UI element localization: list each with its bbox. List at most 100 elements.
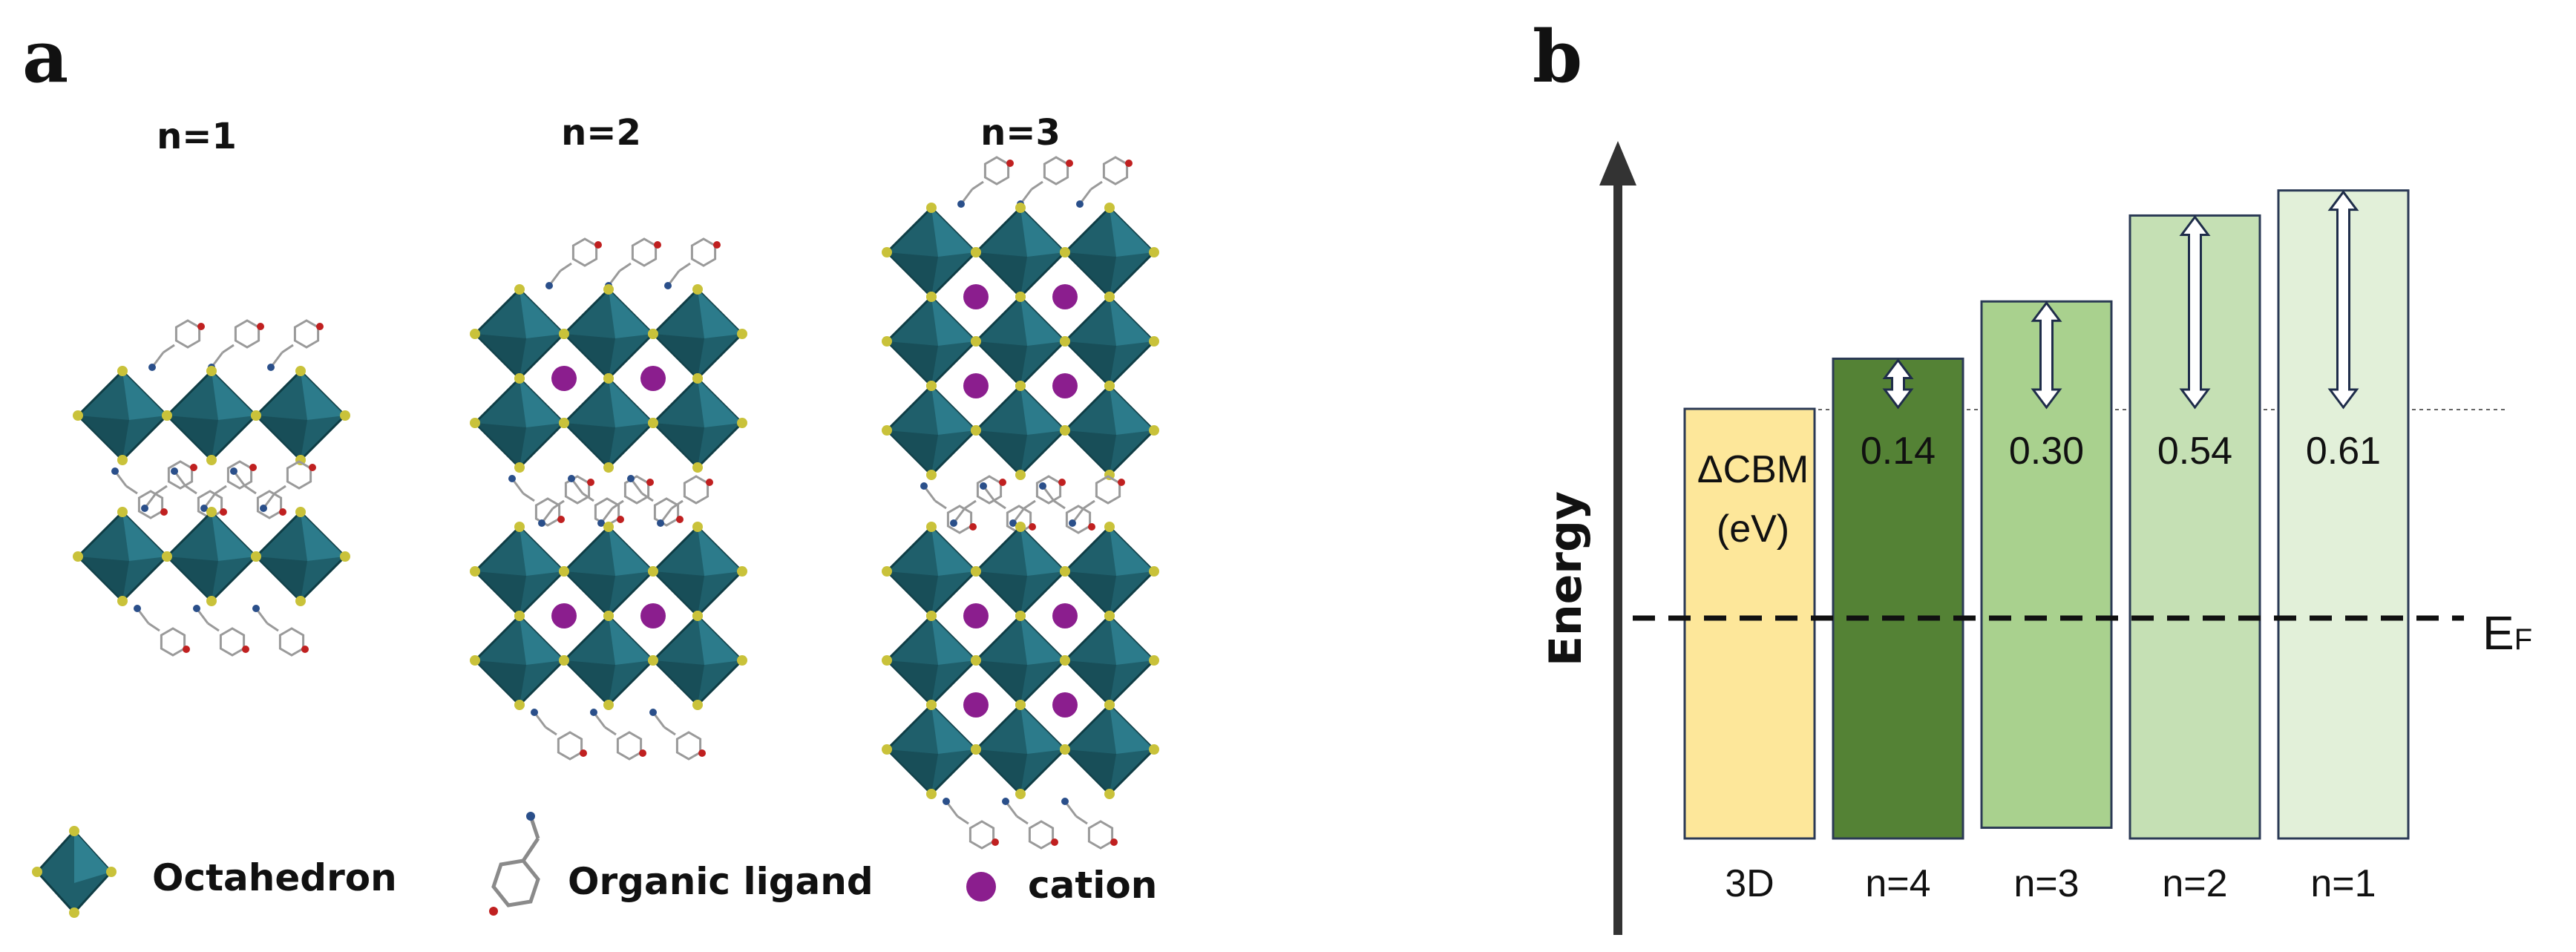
organic-ligand — [508, 475, 565, 527]
value-label-n4: 0.14 — [1861, 430, 1936, 473]
delta-arrow-n1 — [2327, 190, 2359, 410]
organic-ligand — [627, 475, 684, 527]
octahedron — [648, 522, 747, 621]
octahedron — [882, 292, 981, 391]
category-label-n2: n=2 — [2162, 862, 2227, 905]
octahedron — [971, 522, 1070, 621]
energy-axis-arrowhead — [1599, 141, 1636, 186]
bar-n4 — [1832, 357, 1964, 840]
organic-ligand — [657, 475, 713, 527]
octahedron — [882, 203, 981, 302]
bar-note-line1: ΔCBM — [1697, 448, 1809, 491]
octahedron — [648, 611, 747, 710]
cation — [963, 692, 989, 718]
cation — [640, 366, 666, 391]
octahedron — [470, 522, 569, 621]
organic-ligand — [649, 709, 706, 761]
fermi-level-label: EF — [2482, 606, 2532, 660]
organic-ligand — [208, 319, 264, 371]
cation — [640, 603, 666, 628]
octahedron — [470, 373, 569, 473]
octahedron — [1060, 292, 1159, 391]
organic-ligand — [980, 482, 1036, 534]
organic-ligand — [538, 475, 594, 527]
organic-ligand — [1039, 482, 1095, 534]
category-label-n1: n=1 — [2310, 862, 2376, 905]
organic-ligand — [260, 460, 316, 512]
octahedron — [559, 522, 658, 621]
octahedron — [251, 507, 350, 606]
category-label-n4: n=4 — [1865, 862, 1930, 905]
octahedron — [648, 284, 747, 384]
cation — [551, 603, 577, 628]
fermi-level-label-sub: F — [2514, 623, 2532, 656]
octahedron — [971, 700, 1070, 799]
organic-ligand — [200, 460, 257, 512]
fermi-level-label-main: E — [2482, 606, 2514, 660]
delta-arrow-n2 — [2179, 214, 2211, 410]
panel-a: a n=1 n=2 n=3 Octahedron — [22, 15, 1159, 918]
organic-ligand — [148, 319, 205, 371]
value-label-n3: 0.30 — [2009, 430, 2084, 473]
organic-ligand — [664, 237, 721, 289]
organic-ligand-legend-icon — [489, 812, 540, 916]
octahedron — [1060, 522, 1159, 621]
panel-b-label: b — [1533, 15, 1582, 99]
organic-ligand — [568, 475, 624, 527]
structure-label-n1: n=1 — [157, 116, 237, 157]
octahedron — [882, 381, 981, 480]
organic-ligand — [1069, 475, 1125, 527]
bar-3D — [1683, 407, 1816, 840]
octahedron — [971, 203, 1070, 302]
category-label-n3: n=3 — [2013, 862, 2079, 905]
octahedron — [648, 373, 747, 473]
octahedron-legend-icon — [32, 826, 117, 918]
octahedron — [162, 366, 261, 465]
organic-ligand — [531, 709, 587, 761]
organic-ligand — [950, 475, 1006, 527]
energy-axis-label: Energy — [1540, 491, 1592, 666]
cation — [963, 603, 989, 628]
legend-organic-ligand: Organic ligand — [568, 860, 874, 903]
organic-ligand — [597, 475, 654, 527]
delta-arrow-n4 — [1882, 358, 1914, 410]
organic-ligand — [193, 605, 249, 657]
organic-ligand — [111, 467, 168, 519]
octahedron — [971, 381, 1070, 480]
octahedron — [559, 611, 658, 710]
octahedron — [470, 284, 569, 384]
organic-ligand — [230, 467, 286, 519]
octahedron — [559, 284, 658, 384]
category-label-3D: 3D — [1725, 862, 1774, 905]
organic-ligand — [171, 467, 227, 519]
cation — [551, 366, 577, 391]
panel-a-label: a — [22, 15, 68, 99]
octahedron — [882, 611, 981, 710]
structure-label-n3: n=3 — [980, 112, 1061, 154]
organic-ligand — [1009, 475, 1066, 527]
octahedron — [882, 522, 981, 621]
legend-cation: cation — [1028, 864, 1157, 907]
organic-ligand — [920, 482, 977, 534]
octahedron — [1060, 381, 1159, 480]
cation — [1052, 692, 1078, 718]
octahedron — [1060, 203, 1159, 302]
octahedron — [559, 373, 658, 473]
organic-ligand — [605, 237, 661, 289]
octahedron — [971, 292, 1070, 391]
organic-ligand — [957, 156, 1014, 208]
octahedron — [251, 366, 350, 465]
cation — [1052, 603, 1078, 628]
legend-octahedron: Octahedron — [152, 856, 397, 899]
organic-ligand — [141, 460, 197, 512]
organic-ligand — [545, 237, 602, 289]
organic-ligand — [1061, 798, 1118, 850]
octahedron — [162, 507, 261, 606]
legend: Octahedron Organic ligand cation — [32, 812, 1157, 918]
octahedron — [73, 507, 172, 606]
structure-label-n2: n=2 — [561, 112, 641, 154]
organic-ligand — [1017, 156, 1073, 208]
